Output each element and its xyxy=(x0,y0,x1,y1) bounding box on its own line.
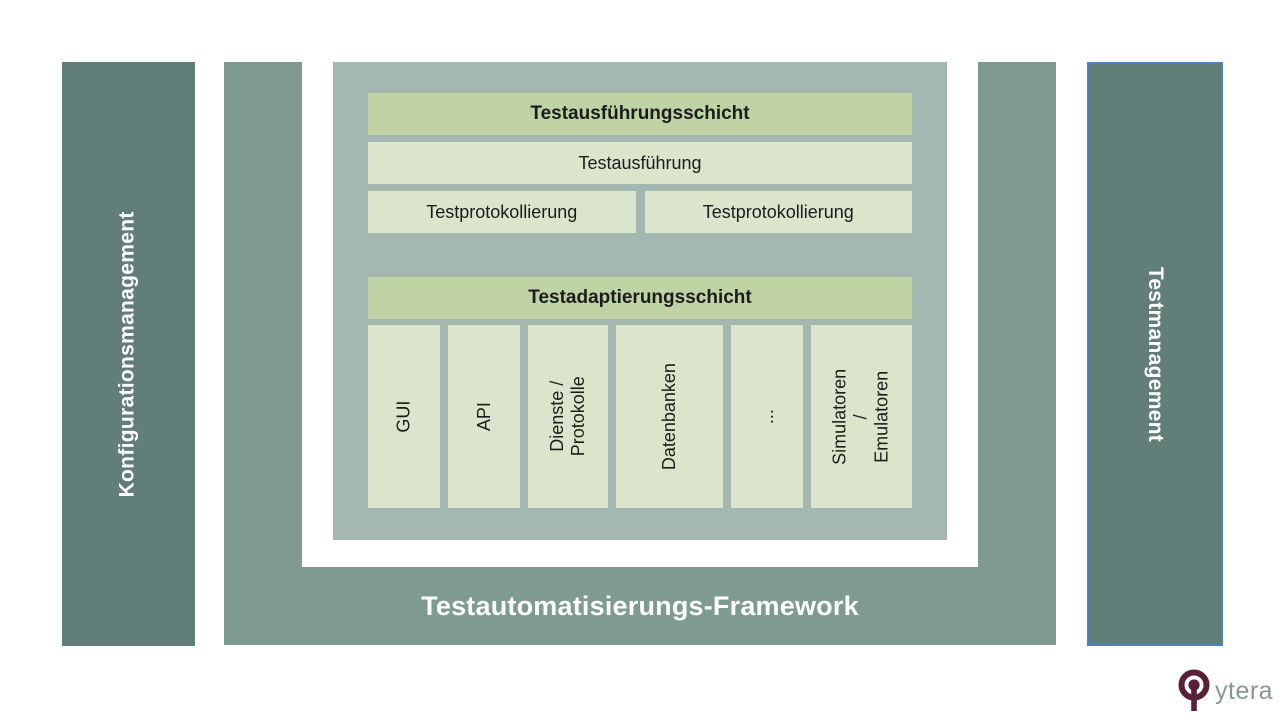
test-management-bar: Testmanagement xyxy=(1087,62,1223,646)
qytera-q-icon xyxy=(1178,669,1210,711)
execution-layer-header: Testausführungsschicht xyxy=(368,93,912,135)
adapter-api: API xyxy=(448,325,521,508)
test-logging-box-left: Testprotokollierung xyxy=(368,191,636,233)
adapter-simulators-emulators: Simulatoren / Emulatoren xyxy=(811,325,912,508)
framework-label: Testautomatisierungs-Framework xyxy=(421,590,859,621)
test-management-label: Testmanagement xyxy=(1144,266,1168,442)
config-management-bar: Konfigurationsmanagement xyxy=(62,62,195,646)
adapter-gui: GUI xyxy=(368,325,441,508)
adapters-row: GUI API Dienste / Protokolle Datenbanken… xyxy=(368,325,912,508)
test-logging-box-right: Testprotokollierung xyxy=(644,191,912,233)
qytera-logo-text: ytera xyxy=(1215,676,1274,705)
adapter-gui-label: GUI xyxy=(393,400,414,433)
adapter-ellipsis-label: ... xyxy=(756,408,777,424)
qytera-logo: ytera xyxy=(1175,668,1273,712)
config-management-label: Konfigurationsmanagement xyxy=(116,210,140,498)
test-execution-box: Testausführung xyxy=(368,142,912,184)
adapter-services-protocols-label: Dienste / Protokolle xyxy=(546,376,589,457)
adapter-simulators-emulators-label: Simulatoren / Emulatoren xyxy=(829,368,893,465)
adapter-ellipsis: ... xyxy=(731,325,804,508)
adaptation-layer-header: Testadaptierungsschicht xyxy=(368,277,912,319)
frame-left-column xyxy=(224,62,302,645)
adapter-databases: Datenbanken xyxy=(616,325,724,508)
frame-right-column xyxy=(978,62,1056,645)
framework-bottom-band: Testautomatisierungs-Framework xyxy=(224,567,1056,645)
layers-panel: Testausführungsschicht Testausführung Te… xyxy=(333,62,947,540)
adapter-services-protocols: Dienste / Protokolle xyxy=(528,325,609,508)
adapter-api-label: API xyxy=(473,401,494,431)
test-logging-row: Testprotokollierung Testprotokollierung xyxy=(368,191,912,233)
adapter-databases-label: Datenbanken xyxy=(659,362,680,471)
framework-frame: Testautomatisierungs-Framework xyxy=(224,62,1056,645)
